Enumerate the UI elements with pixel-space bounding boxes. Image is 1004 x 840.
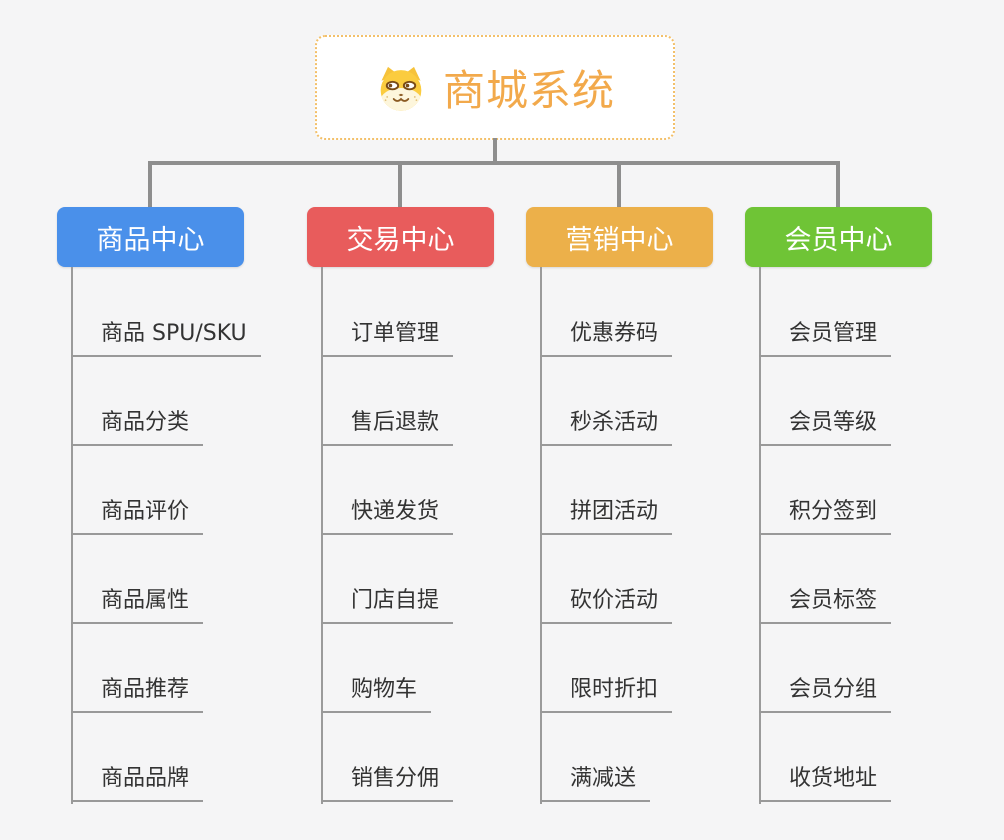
branch-children: 订单管理 售后退款 快递发货 门店自提 购物车 销售分佣 <box>307 0 567 840</box>
leaf-node[interactable]: 销售分佣 <box>321 764 454 802</box>
branch-node-product-center[interactable]: 商品中心 <box>57 207 244 267</box>
leaf-node[interactable]: 商品推荐 <box>71 675 204 713</box>
leaf-node[interactable]: 限时折扣 <box>540 675 673 713</box>
branch-child-line <box>321 267 323 804</box>
leaf-node[interactable]: 商品品牌 <box>71 764 204 802</box>
branch-node-marketing-center[interactable]: 营销中心 <box>526 207 713 267</box>
branch-child-line <box>759 267 761 804</box>
leaf-node[interactable]: 订单管理 <box>321 319 454 357</box>
leaf-node[interactable]: 拼团活动 <box>540 497 673 535</box>
leaf-node[interactable]: 砍价活动 <box>540 586 673 624</box>
leaf-node[interactable]: 会员管理 <box>759 319 892 357</box>
leaf-node[interactable]: 售后退款 <box>321 408 454 446</box>
connector-stub-branch-1 <box>148 163 152 207</box>
root-title: 商城系统 <box>442 66 615 115</box>
leaf-node[interactable]: 商品分类 <box>71 408 204 446</box>
root-node-mall-system[interactable]: 商城系统 <box>315 35 675 140</box>
connector-stub-branch-2 <box>398 163 402 207</box>
branch-children: 会员管理 会员等级 积分签到 会员标签 会员分组 收货地址 <box>745 0 1004 840</box>
branch-member-center: 会员中心 会员管理 会员等级 积分签到 会员标签 会员分组 收货地址 <box>745 0 1004 840</box>
connector-horizontal <box>148 161 840 165</box>
leaf-node[interactable]: 满减送 <box>540 764 651 802</box>
branch-node-member-center[interactable]: 会员中心 <box>745 207 932 267</box>
leaf-node[interactable]: 商品属性 <box>71 586 204 624</box>
leaf-node[interactable]: 会员标签 <box>759 586 892 624</box>
connector-stub-branch-3 <box>617 163 621 207</box>
dog-face-icon <box>380 66 422 111</box>
branch-children: 商品 SPU/SKU 商品分类 商品评价 商品属性 商品推荐 商品品牌 <box>57 0 317 840</box>
leaf-node[interactable]: 积分签到 <box>759 497 892 535</box>
connector-stub-branch-4 <box>836 163 840 207</box>
branch-child-line <box>540 267 542 804</box>
leaf-node[interactable]: 门店自提 <box>321 586 454 624</box>
leaf-node[interactable]: 优惠券码 <box>540 319 673 357</box>
leaf-node[interactable]: 收货地址 <box>759 764 892 802</box>
branch-children: 优惠券码 秒杀活动 拼团活动 砍价活动 限时折扣 满减送 <box>526 0 786 840</box>
leaf-node[interactable]: 快递发货 <box>321 497 454 535</box>
leaf-node[interactable]: 购物车 <box>321 675 432 713</box>
leaf-node[interactable]: 商品评价 <box>71 497 204 535</box>
branch-node-trade-center[interactable]: 交易中心 <box>307 207 494 267</box>
leaf-node[interactable]: 会员等级 <box>759 408 892 446</box>
branch-marketing-center: 营销中心 优惠券码 秒杀活动 拼团活动 砍价活动 限时折扣 满减送 <box>526 0 786 840</box>
leaf-node[interactable]: 会员分组 <box>759 675 892 713</box>
leaf-node[interactable]: 秒杀活动 <box>540 408 673 446</box>
branch-trade-center: 交易中心 订单管理 售后退款 快递发货 门店自提 购物车 销售分佣 <box>307 0 567 840</box>
leaf-node[interactable]: 商品 SPU/SKU <box>71 319 261 357</box>
branch-product-center: 商品中心 商品 SPU/SKU 商品分类 商品评价 商品属性 商品推荐 商品品牌 <box>57 0 317 840</box>
branch-child-line <box>71 267 73 804</box>
connector-root-stub <box>493 138 497 163</box>
